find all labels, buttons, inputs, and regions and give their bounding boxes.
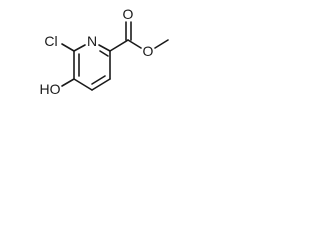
atom-labels: N Cl HO O O: [40, 6, 154, 97]
bond-c3-c4: [91, 78, 111, 91]
bond-c3-c4-inner: [91, 75, 106, 85]
bonds: [61, 21, 169, 91]
bond-carbonyl-ether-o: [127, 39, 142, 49]
bond-c4-c5: [73, 78, 93, 91]
bond-c2-carbonyl: [109, 39, 129, 52]
atom-label-chlorine: Cl: [44, 33, 57, 49]
bond-c5-oh: [61, 78, 75, 87]
molecule-structure: N Cl HO O O: [40, 6, 169, 97]
atom-label-ether-oxygen: O: [143, 43, 154, 59]
atom-label-ring-nitrogen: N: [87, 33, 97, 49]
bond-c6-n1: [73, 44, 86, 52]
bond-ether-o-methyl: [154, 39, 169, 49]
atom-label-hydroxyl: HO: [40, 81, 61, 97]
bond-n1-c2: [98, 44, 111, 52]
atom-label-carbonyl-oxygen: O: [123, 6, 134, 22]
bond-c6-cl: [61, 43, 75, 52]
bond-n1-c2-inner: [99, 50, 109, 57]
